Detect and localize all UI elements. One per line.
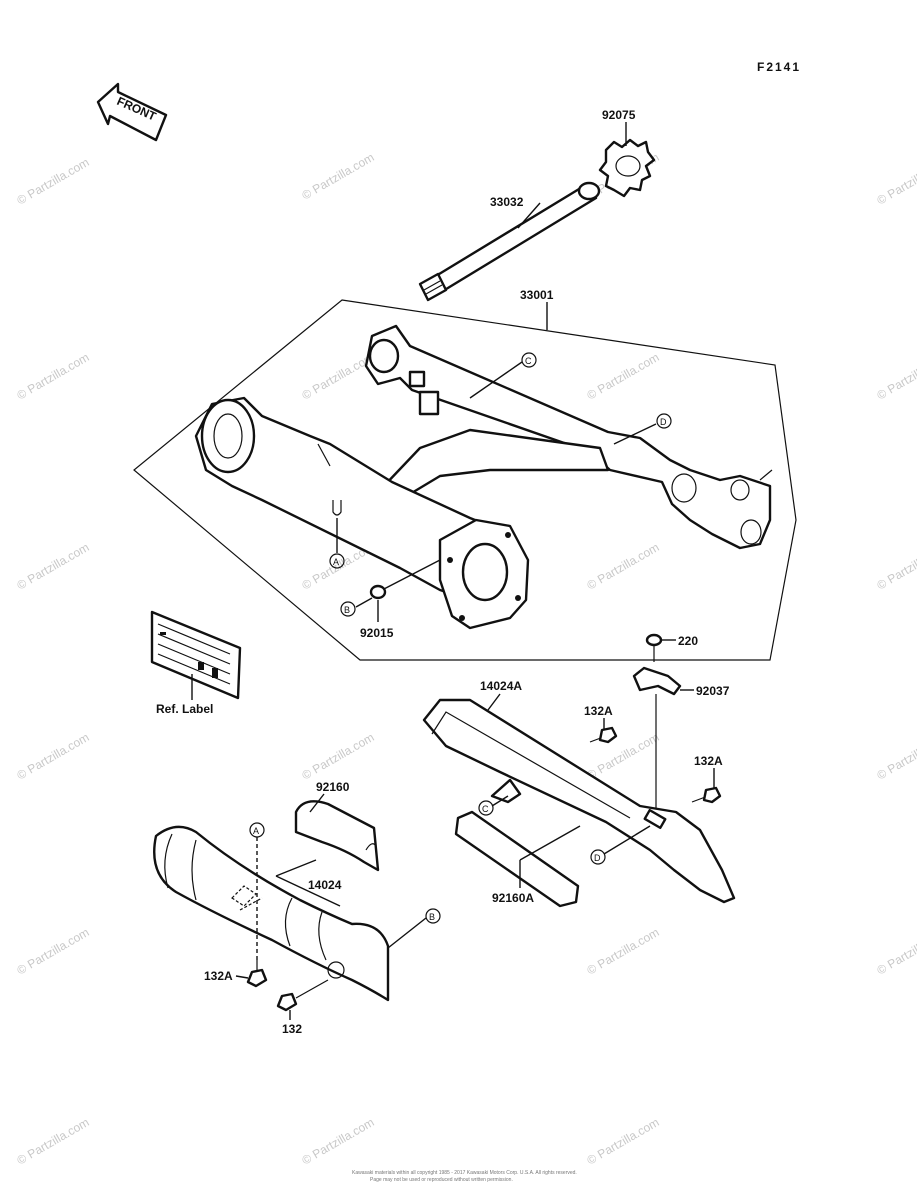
watermark: © Partzilla.com bbox=[875, 540, 917, 593]
leader-line bbox=[487, 693, 501, 711]
part-label-14024A: 14024A bbox=[480, 679, 522, 693]
watermark: © Partzilla.com bbox=[585, 1115, 662, 1168]
front-arrow-icon: FRONT bbox=[96, 82, 168, 142]
watermark: © Partzilla.com bbox=[15, 730, 92, 783]
watermark: © Partzilla.com bbox=[585, 350, 662, 403]
watermark: © Partzilla.com bbox=[875, 350, 917, 403]
leader-line bbox=[381, 559, 441, 591]
swingarm-33001 bbox=[194, 324, 773, 630]
copyright-footer: Kawasaki materials within all copyright … bbox=[352, 1170, 577, 1176]
part-label-92160: 92160 bbox=[316, 780, 350, 794]
watermark-group: © Partzilla.com © Partzilla.com © Partzi… bbox=[15, 150, 917, 1168]
bolt-132A-top bbox=[589, 726, 618, 744]
leader-line bbox=[355, 597, 373, 608]
watermark: © Partzilla.com bbox=[585, 925, 662, 978]
part-label-132A-right: 132A bbox=[694, 754, 723, 768]
leader-line bbox=[275, 875, 341, 907]
part-label-33001: 33001 bbox=[520, 288, 554, 302]
reference-label-plate bbox=[150, 610, 242, 700]
leader-line bbox=[469, 361, 523, 399]
bolt-132A-bottom bbox=[246, 960, 268, 988]
callout-circle bbox=[656, 413, 672, 429]
callout-D: D bbox=[594, 853, 601, 863]
leader-line bbox=[491, 795, 509, 807]
watermark: © Partzilla.com bbox=[875, 155, 917, 208]
bolt-132 bbox=[276, 979, 329, 1012]
callout-C: C bbox=[482, 804, 489, 814]
part-label-132A-bottom: 132A bbox=[204, 969, 233, 983]
watermark: © Partzilla.com bbox=[300, 350, 377, 403]
sprocket-92075 bbox=[598, 138, 656, 198]
rubber-cover-92160 bbox=[294, 800, 380, 872]
clamp-92037 bbox=[632, 666, 682, 696]
bushing-92015 bbox=[369, 584, 387, 600]
callout-A: A bbox=[333, 557, 339, 567]
copyright-footer-line2: Page may not be used or reproduced witho… bbox=[370, 1177, 513, 1183]
leader-line bbox=[613, 423, 657, 445]
watermark: © Partzilla.com bbox=[15, 350, 92, 403]
part-label-132A-top: 132A bbox=[584, 704, 613, 718]
leader-line bbox=[309, 793, 325, 813]
callout-A: A bbox=[253, 826, 259, 836]
ref-label-caption: Ref. Label bbox=[156, 702, 213, 716]
leader-line bbox=[235, 975, 249, 979]
watermark: © Partzilla.com bbox=[585, 540, 662, 593]
callout-circle bbox=[329, 553, 345, 569]
leader-line bbox=[603, 825, 651, 855]
watermark: © Partzilla.com bbox=[585, 730, 662, 783]
screw-220 bbox=[645, 633, 663, 662]
figure-code: F2141 bbox=[757, 60, 801, 74]
part-label-14024: 14024 bbox=[308, 878, 342, 892]
callout-circle bbox=[425, 908, 441, 924]
watermark: © Partzilla.com bbox=[15, 540, 92, 593]
callout-circle bbox=[521, 352, 537, 368]
part-label-132: 132 bbox=[282, 1022, 302, 1036]
watermark: © Partzilla.com bbox=[15, 925, 92, 978]
watermark: © Partzilla.com bbox=[300, 730, 377, 783]
swingarm-assembly-outline bbox=[133, 299, 797, 661]
watermark: © Partzilla.com bbox=[875, 730, 917, 783]
leader-line bbox=[517, 202, 541, 229]
watermark: © Partzilla.com bbox=[15, 155, 92, 208]
callout-circle bbox=[590, 849, 606, 865]
chain-pad-92160A bbox=[454, 810, 580, 908]
bolt-132A-right bbox=[691, 786, 722, 804]
leader-line bbox=[275, 859, 317, 877]
watermark: © Partzilla.com bbox=[875, 925, 917, 978]
watermark: © Partzilla.com bbox=[15, 1115, 92, 1168]
watermark: © Partzilla.com bbox=[300, 150, 377, 203]
callout-circle bbox=[478, 800, 494, 816]
callout-B: B bbox=[344, 605, 350, 615]
callout-D: D bbox=[660, 417, 667, 427]
part-label-92015: 92015 bbox=[360, 626, 394, 640]
callout-B: B bbox=[429, 912, 435, 922]
watermark: © Partzilla.com bbox=[300, 1115, 377, 1168]
swingarm-guard-14024 bbox=[153, 825, 390, 1002]
leader-line bbox=[519, 825, 581, 861]
leader-line bbox=[387, 917, 427, 949]
part-label-92075: 92075 bbox=[602, 108, 636, 122]
part-label-92160A: 92160A bbox=[492, 891, 534, 905]
callout-circle bbox=[340, 601, 356, 617]
chain-guard-14024A bbox=[422, 698, 736, 904]
part-label-220: 220 bbox=[678, 634, 698, 648]
callout-C: C bbox=[525, 356, 532, 366]
part-label-92037: 92037 bbox=[696, 684, 730, 698]
pivot-shaft-33032 bbox=[418, 181, 601, 302]
part-label-33032: 33032 bbox=[490, 195, 524, 209]
